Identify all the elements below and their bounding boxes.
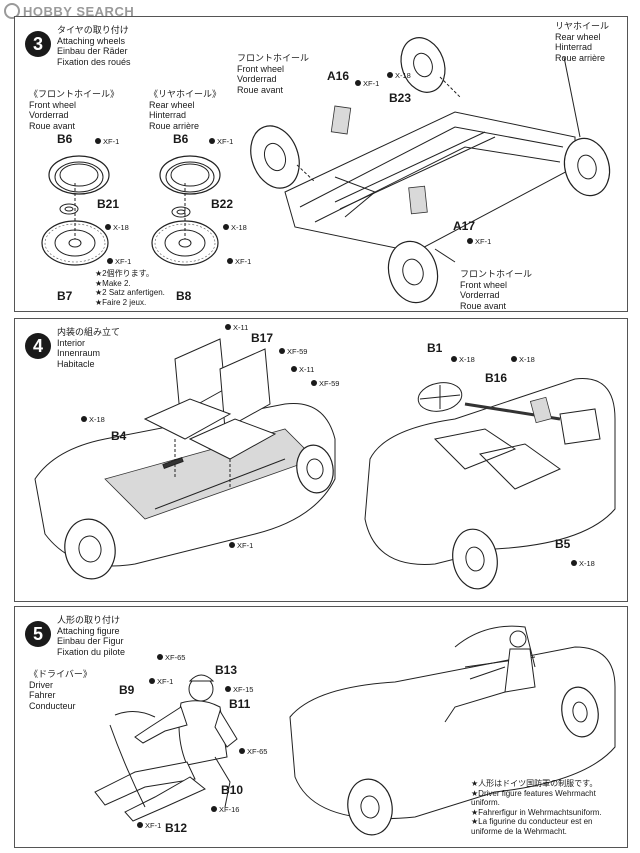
front-wheel-bottom: [387, 240, 439, 304]
paint-callout: XF-1: [95, 137, 119, 146]
front-wheel-upper: [250, 125, 300, 189]
wheel-b7: [41, 220, 109, 266]
wheel-left-front: [64, 518, 116, 580]
paint-callout: X-18: [451, 355, 475, 364]
part-label: B11: [229, 697, 251, 711]
step3-illustration: [41, 37, 611, 304]
body-right: [364, 378, 616, 565]
step5-illustration: [94, 625, 616, 836]
paint-callout: XF-1: [355, 79, 379, 88]
wheel-rear: [561, 686, 599, 738]
part-label: B6: [57, 132, 73, 146]
step4-illustration: [34, 338, 616, 590]
part-label: A16: [327, 69, 350, 83]
part-label: B10: [221, 783, 244, 797]
figure-cap: [188, 674, 215, 682]
seat-base-right: [188, 418, 277, 460]
part-label: B22: [211, 197, 234, 211]
paint-callout: X-18: [81, 415, 105, 424]
rear-wheel-right: [563, 137, 611, 197]
paint-callout: XF-65: [239, 747, 267, 756]
step4-number: 4: [25, 333, 51, 359]
step3-number: 3: [25, 31, 51, 57]
hub-b21: [59, 203, 79, 215]
part-label: B6: [173, 132, 189, 146]
car-with-driver: [289, 646, 616, 820]
part-label: B17: [251, 331, 274, 345]
part-label: B1: [427, 341, 443, 355]
part-label: B5: [555, 537, 571, 551]
paint-callout: XF-1: [467, 237, 491, 246]
seat-base-left: [143, 398, 232, 440]
paint-callout: X-11: [291, 365, 314, 374]
paint-callout: X-18: [223, 223, 247, 232]
wheel-left-rear: [296, 444, 334, 494]
watermark-text: HOBBY SEARCH: [23, 4, 135, 19]
part-label: B12: [165, 821, 188, 835]
step5-number: 5: [25, 621, 51, 647]
part-a16: [330, 105, 352, 135]
paint-callout: X-18: [105, 223, 129, 232]
uniform-note: ★人形はドイツ国防軍の制服です。★Driver figure features …: [471, 779, 602, 836]
part-label: B21: [97, 197, 120, 211]
paint-callout: XF-1: [137, 821, 161, 830]
wheel-b8: [151, 220, 219, 266]
part-label: B9: [119, 683, 135, 697]
seated-driver-head: [509, 630, 527, 648]
paint-callout: XF-15: [225, 685, 253, 694]
part-label: B8: [176, 289, 192, 303]
make2-note: ★2個作ります。★Make 2.★2 Satz anfertigen.★Fair…: [95, 269, 165, 307]
paint-callout: XF-1: [107, 257, 131, 266]
wheel-right-front: [452, 528, 498, 590]
seat-back-right: [219, 348, 271, 430]
figure-leg-b12: [124, 776, 206, 822]
part-label: B7: [57, 289, 73, 303]
paint-callout: XF-65: [157, 653, 185, 662]
paint-callout: XF-59: [311, 379, 339, 388]
wheel-front: [347, 778, 393, 836]
paint-callout: X-18: [387, 71, 411, 80]
part-label: B4: [111, 429, 127, 443]
paint-callout: XF-1: [149, 677, 173, 686]
paint-callout: XF-1: [229, 541, 253, 550]
part-label: A17: [453, 219, 476, 233]
part-a17: [408, 185, 428, 215]
part-label: B23: [389, 91, 412, 105]
hub-b22: [171, 206, 191, 218]
chassis: [284, 111, 576, 253]
paint-callout: XF-59: [279, 347, 307, 356]
paint-callout: X-11: [225, 323, 248, 332]
logo-icon: [4, 3, 20, 19]
figure-leg-b10: [94, 761, 196, 806]
part-label: B16: [485, 371, 508, 385]
part-label: B13: [215, 663, 238, 677]
paint-callout: XF-1: [209, 137, 233, 146]
paint-callout: XF-1: [227, 257, 251, 266]
paint-callout: X-18: [571, 559, 595, 568]
paint-callout: X-18: [511, 355, 535, 364]
paint-callout: XF-16: [211, 805, 239, 814]
watermark: HOBBY SEARCH: [4, 3, 134, 19]
figure-arm-b9: [134, 706, 188, 744]
rear-wheel-upper: [400, 37, 446, 93]
